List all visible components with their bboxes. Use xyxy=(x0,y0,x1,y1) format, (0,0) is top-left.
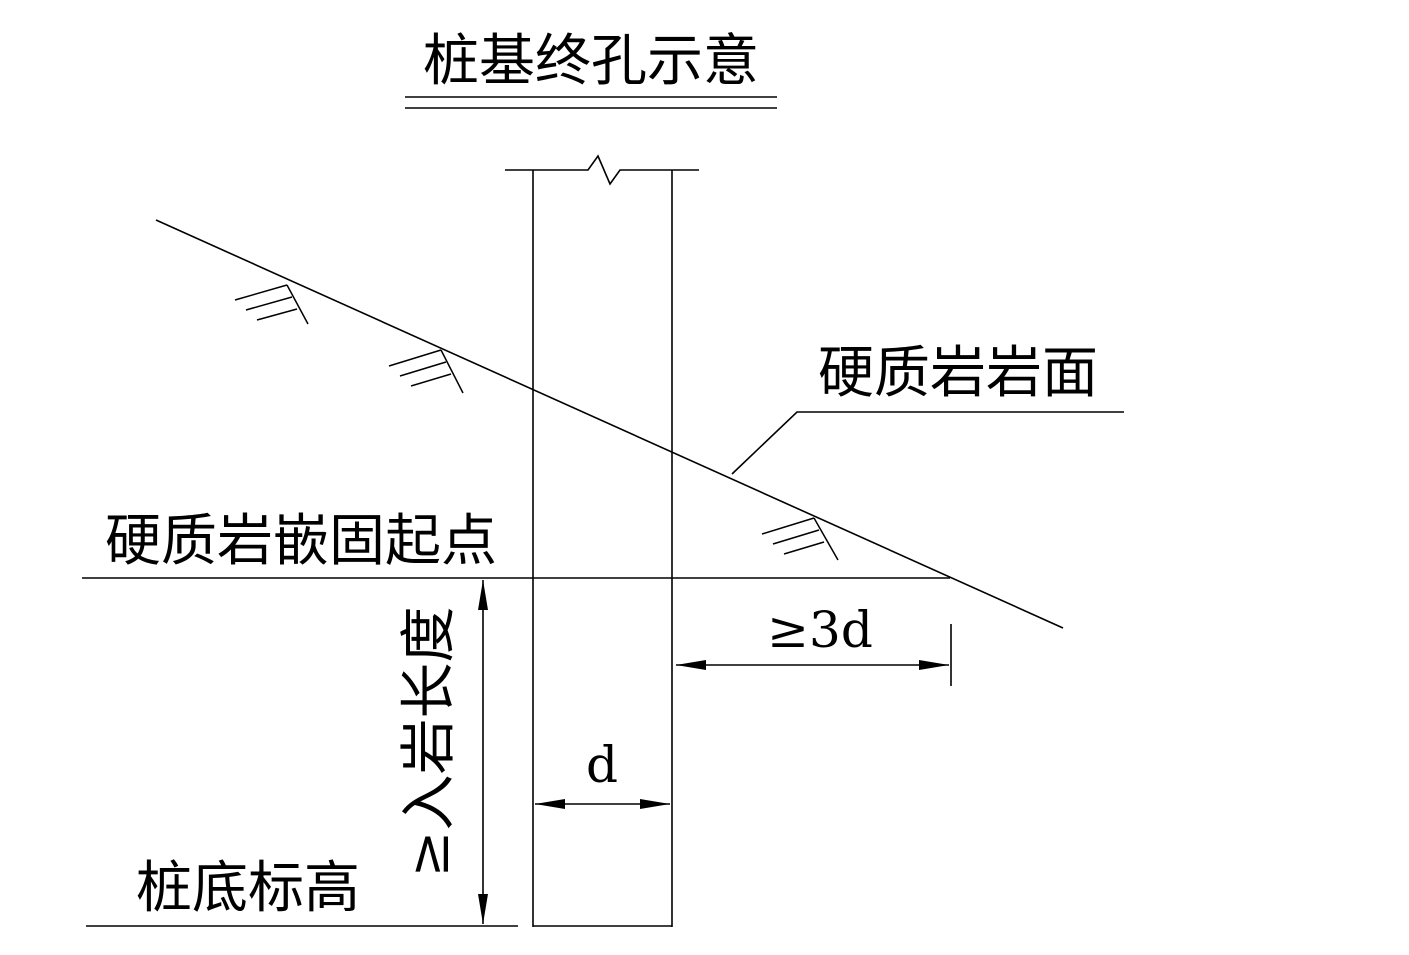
pile-bottom-label: 桩底标高 xyxy=(136,856,360,921)
embed-length-label: ≥入岩长度 xyxy=(397,607,462,878)
rock-surface-slope xyxy=(155,219,1064,629)
rock-hatch-2 xyxy=(388,349,464,394)
rock-hatch-3 xyxy=(761,517,839,561)
pile-top-break-line xyxy=(505,154,699,186)
diameter-label: d xyxy=(586,736,618,794)
diagram-title: 桩基终孔示意 xyxy=(423,29,759,94)
rock-hatch-1 xyxy=(234,284,309,325)
rock-surface-label: 硬质岩岩面 xyxy=(818,341,1098,406)
clearance-label: ≥3d xyxy=(767,601,873,659)
rock-surface-leader xyxy=(731,411,1124,475)
embed-start-label: 硬质岩嵌固起点 xyxy=(105,509,497,574)
